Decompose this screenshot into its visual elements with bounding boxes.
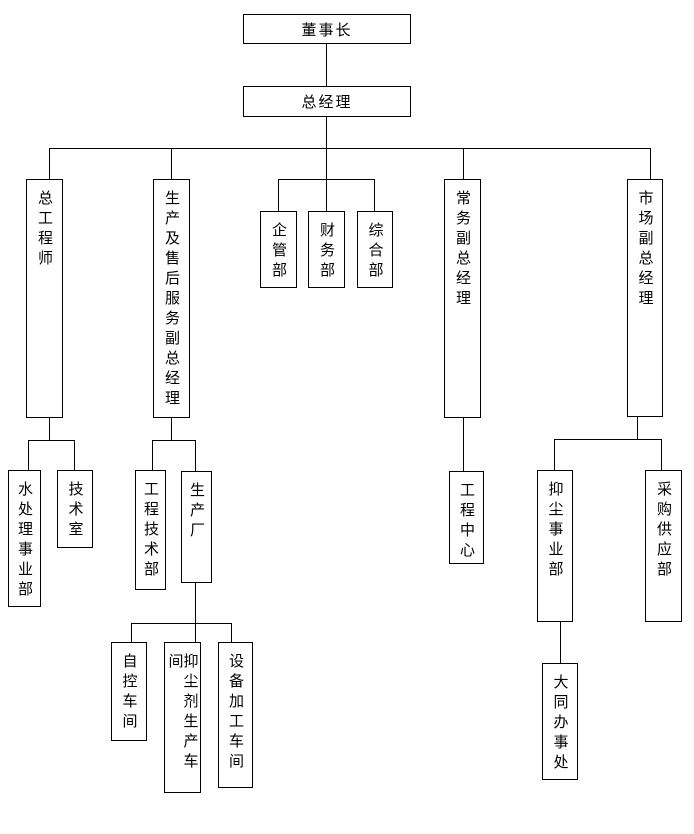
node-eng-tech-dept-label: 工程技术部 bbox=[142, 481, 160, 581]
connector-main-horizontal bbox=[49, 148, 651, 149]
connector-chief-engineer-horizontal bbox=[28, 440, 75, 441]
connector-chief-engineer-down bbox=[49, 418, 50, 440]
node-water-treatment-div-label: 水处理事业部 bbox=[16, 481, 34, 601]
node-datong-office-label: 大同办事处 bbox=[551, 674, 570, 774]
connector-workshops-horizontal bbox=[131, 623, 232, 624]
node-general-manager-label: 总经理 bbox=[301, 93, 353, 111]
node-eng-center: 工程中心 bbox=[449, 471, 484, 564]
node-dust-agent-workshop: 抑尘剂生产车间 bbox=[164, 642, 201, 793]
node-equipment-workshop-label: 设备加工车间 bbox=[227, 653, 245, 773]
connector-production-vp-horizontal bbox=[152, 440, 196, 441]
node-eng-tech-dept: 工程技术部 bbox=[135, 470, 166, 590]
connector-drop-dust-division bbox=[554, 439, 555, 470]
node-enterprise-mgmt-dept-label: 企管部 bbox=[270, 222, 288, 282]
node-general-affairs-dept: 综合部 bbox=[357, 211, 393, 288]
connector-production-plant-down bbox=[195, 583, 196, 642]
node-production-aftersales-vp-label: 生产及售后服务副总经理 bbox=[163, 190, 181, 410]
connector-depts-horizontal bbox=[278, 179, 375, 180]
node-tech-office: 技术室 bbox=[57, 470, 93, 548]
connector-drop-general-affairs bbox=[374, 179, 375, 211]
connector-drop-eng-tech bbox=[152, 440, 153, 470]
connector-drop-tech-office bbox=[74, 440, 75, 470]
node-tech-office-label: 技术室 bbox=[66, 481, 85, 541]
connector-drop-chief-engineer bbox=[49, 148, 50, 179]
connector-drop-procurement bbox=[661, 439, 662, 470]
node-auto-control-workshop: 自控车间 bbox=[111, 642, 147, 741]
connector-dust-division-datong bbox=[560, 622, 561, 663]
connector-executive-vp-eng-center bbox=[463, 418, 464, 471]
node-executive-vp-label: 常务副总经理 bbox=[454, 190, 472, 310]
connector-marketing-horizontal bbox=[554, 439, 662, 440]
connector-drop-production-plant bbox=[195, 440, 196, 471]
node-eng-center-label: 工程中心 bbox=[458, 482, 476, 562]
node-marketing-vp: 市场副总经理 bbox=[627, 179, 663, 417]
node-chairman: 董事长 bbox=[243, 14, 411, 44]
node-enterprise-mgmt-dept: 企管部 bbox=[260, 211, 297, 288]
node-datong-office: 大同办事处 bbox=[542, 663, 578, 780]
node-dust-suppression-div-label: 抑尘事业部 bbox=[546, 481, 565, 581]
node-production-aftersales-vp: 生产及售后服务副总经理 bbox=[153, 179, 190, 418]
connector-gm-down bbox=[326, 117, 327, 211]
node-water-treatment-div: 水处理事业部 bbox=[8, 470, 41, 607]
node-procurement-supply-dept: 采购供应部 bbox=[645, 470, 682, 622]
node-procurement-supply-dept-label: 采购供应部 bbox=[655, 481, 673, 581]
node-finance-dept-label: 财务部 bbox=[318, 222, 336, 282]
connector-production-vp-down bbox=[171, 418, 172, 440]
node-dust-suppression-div: 抑尘事业部 bbox=[537, 470, 573, 622]
node-chief-engineer: 总工程师 bbox=[26, 179, 63, 418]
connector-drop-equipment bbox=[231, 623, 232, 642]
connector-drop-enterprise-mgmt bbox=[278, 179, 279, 211]
node-general-affairs-dept-label: 综合部 bbox=[366, 222, 385, 282]
node-chairman-label: 董事长 bbox=[301, 20, 353, 39]
connector-drop-production-vp bbox=[171, 148, 172, 179]
connector-chairman-gm bbox=[326, 44, 327, 86]
node-finance-dept: 财务部 bbox=[308, 211, 345, 288]
connector-marketing-vp-down bbox=[637, 417, 638, 439]
node-marketing-vp-label: 市场副总经理 bbox=[636, 190, 655, 310]
node-chief-engineer-label: 总工程师 bbox=[36, 190, 54, 270]
node-production-plant-label: 生产厂 bbox=[188, 482, 206, 542]
connector-drop-marketing-vp bbox=[650, 148, 651, 179]
connector-drop-water-treatment bbox=[28, 440, 29, 470]
connector-drop-auto-control bbox=[131, 623, 132, 642]
node-dust-agent-workshop-label: 抑尘剂生产车间 bbox=[166, 653, 200, 773]
connector-drop-executive-vp bbox=[463, 148, 464, 179]
node-auto-control-workshop-label: 自控车间 bbox=[120, 653, 139, 733]
node-executive-vp: 常务副总经理 bbox=[444, 179, 481, 418]
node-production-plant: 生产厂 bbox=[181, 471, 212, 583]
node-equipment-workshop: 设备加工车间 bbox=[218, 642, 253, 788]
node-general-manager: 总经理 bbox=[243, 86, 411, 117]
